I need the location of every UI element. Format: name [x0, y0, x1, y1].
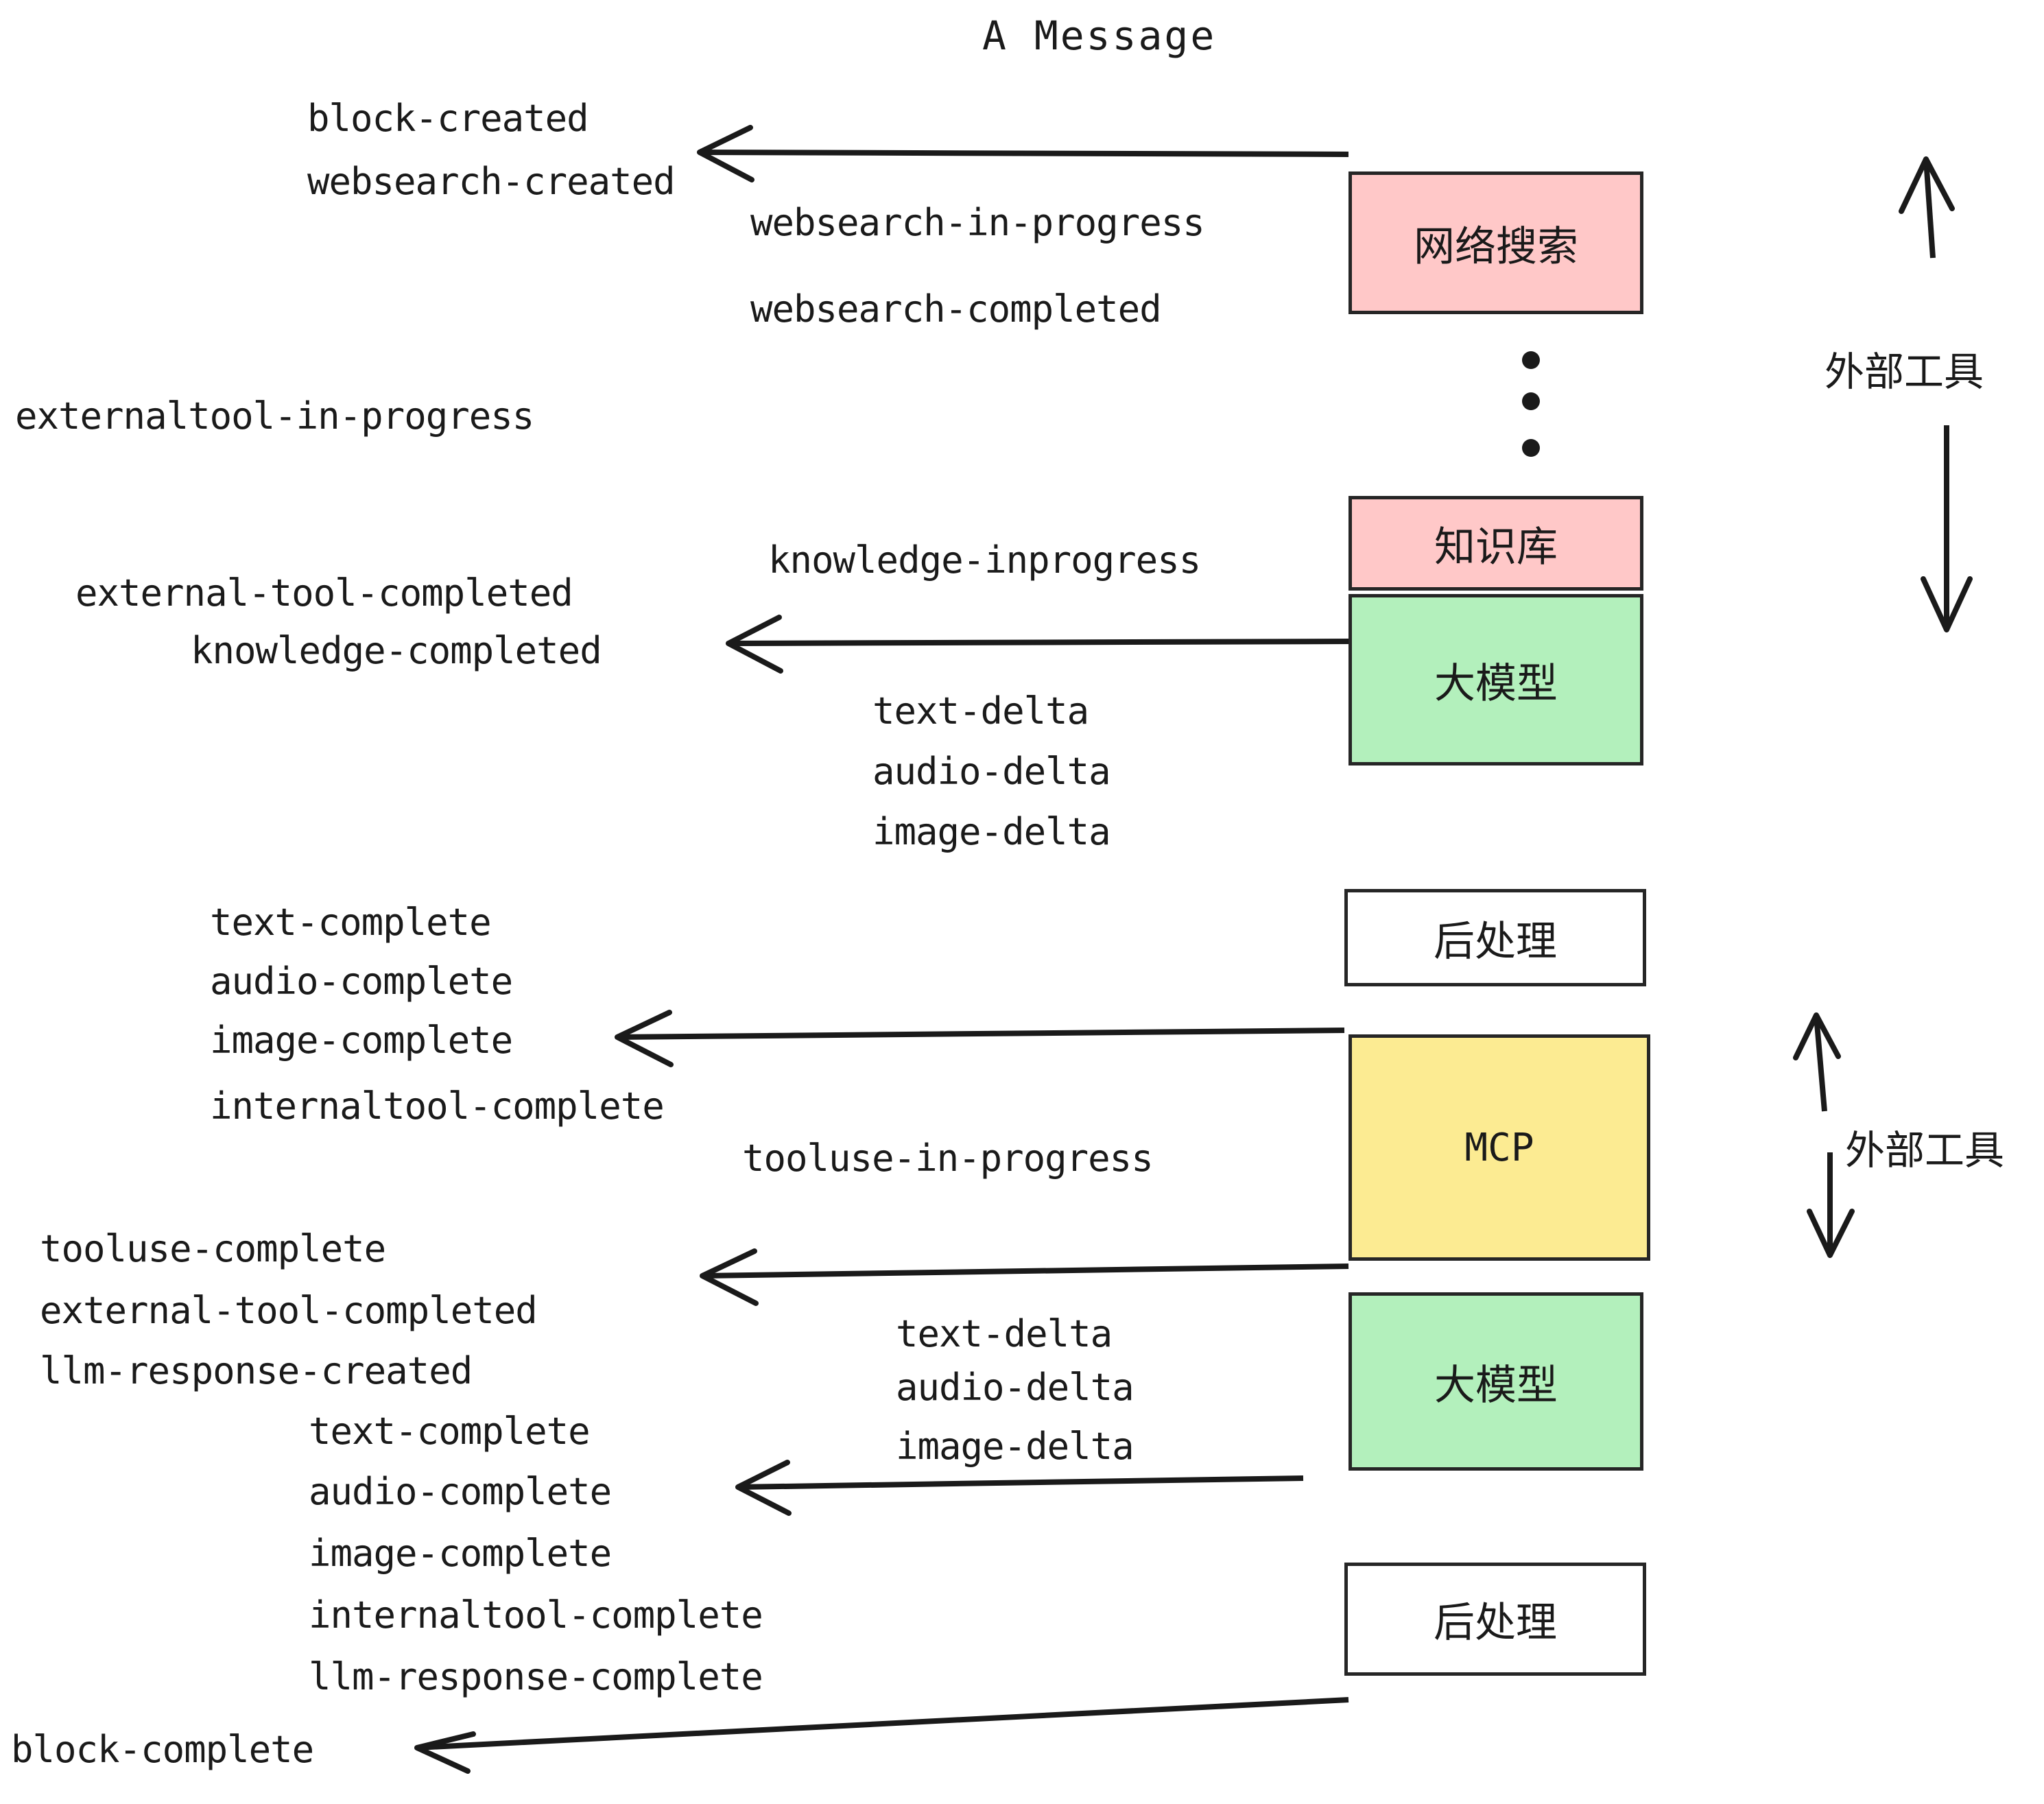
- event-audio-delta-1: audio-delta: [872, 750, 1111, 793]
- event-internaltool-complete-2: internaltool-complete: [309, 1593, 763, 1637]
- node-postprocess-1-label: 后处理: [1434, 917, 1557, 966]
- event-image-complete-2: image-complete: [309, 1532, 612, 1575]
- event-audio-complete-2: audio-complete: [309, 1470, 612, 1513]
- external-tool-bottom-text: 外部工具: [1845, 1127, 2005, 1174]
- event-text-complete-2: text-complete: [309, 1410, 591, 1453]
- event-knowledge-completed: knowledge-completed: [191, 629, 602, 672]
- external-tool-bracket-bottom-up: [1793, 1012, 1841, 1112]
- node-websearch-label: 网络搜索: [1414, 222, 1578, 271]
- side-label-external-tool-top: 外部工具: [1825, 340, 1984, 397]
- ellipsis-dot-2: [1522, 392, 1540, 410]
- event-image-delta-2: image-delta: [896, 1425, 1134, 1468]
- ellipsis-dot-3: [1522, 439, 1540, 457]
- node-postprocess-1: 后处理: [1344, 889, 1646, 986]
- arrow-from-llm-2: [735, 1460, 1304, 1516]
- event-text-complete-1: text-complete: [210, 901, 492, 944]
- event-tooluse-complete: tooluse-complete: [40, 1227, 386, 1270]
- event-externaltool-in-progress: externaltool-in-progress: [15, 394, 534, 438]
- node-llm-1: 大模型: [1348, 594, 1643, 765]
- event-knowledge-inprogress: knowledge-inprogress: [768, 538, 1201, 582]
- event-websearch-in-progress: websearch-in-progress: [750, 201, 1205, 244]
- event-image-complete-1: image-complete: [210, 1019, 513, 1062]
- node-mcp-label: MCP: [1464, 1125, 1534, 1170]
- node-postprocess-2: 后处理: [1344, 1563, 1646, 1676]
- event-audio-complete-1: audio-complete: [210, 960, 513, 1003]
- node-llm-1-label: 大模型: [1434, 659, 1558, 708]
- event-block-complete: block-complete: [11, 1728, 314, 1771]
- event-websearch-completed: websearch-completed: [750, 287, 1162, 331]
- event-text-delta-2: text-delta: [896, 1312, 1113, 1355]
- arrow-from-postprocess-1: [615, 1010, 1345, 1067]
- event-audio-delta-2: audio-delta: [896, 1366, 1134, 1409]
- event-tooluse-in-progress: tooluse-in-progress: [742, 1137, 1154, 1180]
- external-tool-bracket-top-down: [1921, 425, 1973, 632]
- side-label-external-tool-bottom: 外部工具: [1845, 1118, 2004, 1176]
- event-image-delta-1: image-delta: [872, 810, 1111, 853]
- event-external-tool-completed-1: external-tool-completed: [75, 571, 573, 615]
- external-tool-bracket-top-up: [1899, 156, 1955, 259]
- node-knowledge: 知识库: [1348, 496, 1643, 591]
- event-external-tool-completed-2: external-tool-completed: [40, 1289, 538, 1332]
- external-tool-top-text: 外部工具: [1825, 348, 1984, 395]
- node-llm-2-label: 大模型: [1434, 1361, 1558, 1410]
- node-knowledge-label: 知识库: [1434, 523, 1558, 571]
- event-text-delta-1: text-delta: [872, 689, 1089, 733]
- event-llm-response-created: llm-response-created: [40, 1349, 473, 1392]
- arrow-from-knowledge: [726, 615, 1349, 674]
- node-mcp: MCP: [1348, 1034, 1650, 1261]
- diagram-title: A Message: [982, 12, 1217, 59]
- event-websearch-created: websearch-created: [307, 160, 676, 203]
- arrow-from-websearch: [697, 125, 1349, 182]
- node-postprocess-2-label: 后处理: [1434, 1599, 1557, 1647]
- arrow-from-mcp: [700, 1248, 1349, 1306]
- event-internaltool-complete-1: internaltool-complete: [210, 1084, 665, 1128]
- ellipsis-dot-1: [1522, 351, 1540, 369]
- node-websearch: 网络搜索: [1348, 171, 1643, 314]
- event-block-created: block-created: [307, 97, 589, 140]
- event-llm-response-complete: llm-response-complete: [309, 1655, 763, 1698]
- node-llm-2: 大模型: [1348, 1292, 1643, 1471]
- arrow-from-postprocess-2: [414, 1697, 1349, 1774]
